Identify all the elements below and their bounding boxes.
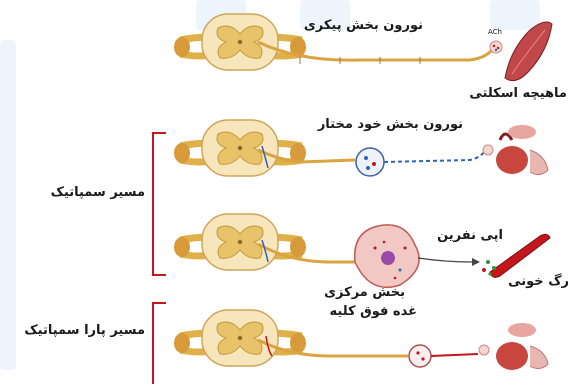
adrenal-label-line2: غده فوق کلیه [330,304,417,319]
nervous-system-diagram: نورون بخش پیکری ACh ماهیچه اسکلتی نورون … [0,0,573,372]
spinal-cord-autonomic [174,120,306,176]
spinal-cord-parasympathetic [174,310,306,366]
heart-organ-icon [496,125,548,175]
sympathetic-bracket [152,132,166,276]
parasympathetic-path-label: مسیر پارا سمپاتیک [24,323,145,338]
adrenal-label-line1: بخش مرکزی [324,285,405,300]
blood-vessel-label: رگ خونی [508,274,569,289]
parasympathetic-ganglion [409,345,431,367]
skeletal-muscle-label: ماهیچه اسکلتی [469,86,567,101]
heart-organ-icon [496,323,548,370]
spinal-cord-somatic [174,14,306,70]
spinal-cord-adrenal [174,214,306,270]
autonomic-neuron-label: نورون بخش خود مختار [318,117,463,132]
secretion-arrow [418,258,472,262]
epinephrine-label: اپی نفرین [437,228,503,243]
sympathetic-postganglionic [384,150,486,162]
sympathetic-ganglion [356,148,384,176]
sympathetic-path-label: مسیر سمپاتیک [51,185,145,200]
ach-label: ACh [488,28,502,36]
somatic-neuron-label: نورون بخش پیکری [304,18,423,33]
